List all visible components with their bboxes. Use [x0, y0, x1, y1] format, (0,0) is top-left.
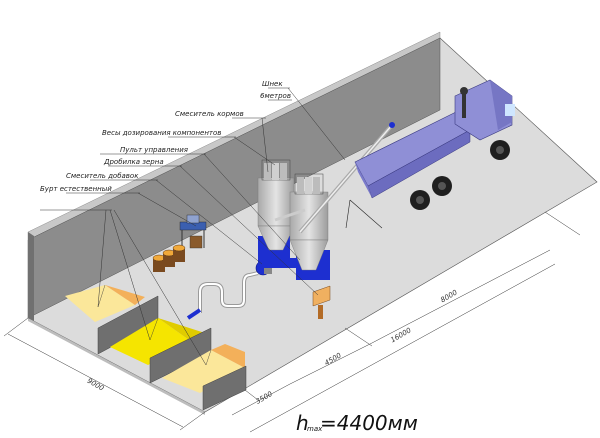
pile-bay-3	[162, 344, 245, 393]
feed-mixer-silo-1	[257, 159, 300, 268]
dimension-seg1: 3500	[254, 390, 274, 406]
label-grain-crusher: Дробилка зерна	[103, 158, 164, 166]
dimension-seg2: 4500	[323, 351, 343, 367]
pile-bay-1	[65, 284, 145, 322]
feed-mixer-silo-2	[274, 173, 330, 280]
label-dosing-scales: Весы дозирования компонентов	[102, 129, 221, 137]
label-additive-mixer: Смеситель добавок	[66, 172, 139, 180]
label-auger-length: 6метров	[260, 92, 291, 100]
dimension-seg3: 8000	[439, 288, 459, 304]
height-note-value: =4400мм	[320, 411, 418, 435]
leader-lines	[40, 87, 346, 366]
label-natural-pile: Бурт естественный	[40, 185, 112, 193]
label-auger: Шнек	[262, 80, 283, 88]
control-panel	[312, 285, 331, 319]
label-feed-mixer: Смеситель кормов	[175, 110, 244, 118]
height-note-h: h	[296, 411, 309, 435]
pile-bay-2	[110, 317, 205, 365]
label-control-panel: Пульт управления	[120, 146, 188, 154]
additive-mixer	[179, 214, 207, 252]
floor-edge	[28, 318, 205, 415]
dimension-total-length: 16000	[389, 326, 413, 344]
divider-wall-3	[202, 365, 247, 411]
auger-conveyor	[298, 122, 395, 234]
height-note: h max =4400мм	[296, 411, 418, 435]
dimension-lines	[3, 211, 581, 433]
height-note-sub: max	[307, 425, 323, 433]
dimension-width: 9000	[86, 377, 106, 393]
back-wall	[27, 31, 441, 321]
truck	[354, 79, 515, 210]
additive-barrels	[152, 244, 186, 272]
